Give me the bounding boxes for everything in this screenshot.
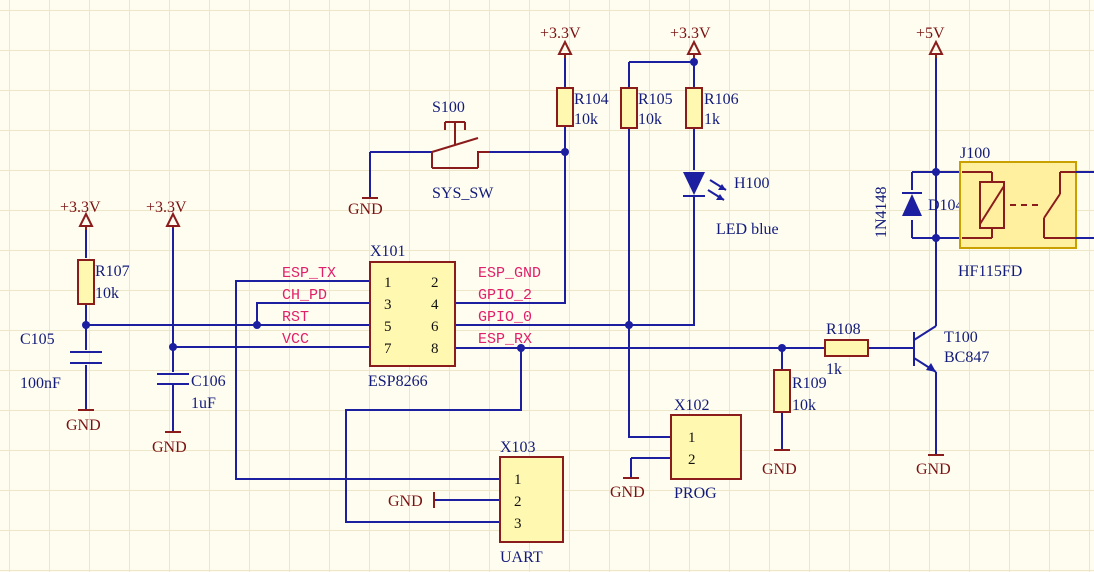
power-label: +3.3V	[670, 25, 711, 42]
power-v33-r107: +3.3V	[60, 199, 101, 230]
capacitor-c105: C105 100nF	[20, 331, 102, 392]
pin-number: 7	[384, 341, 392, 357]
resistor-value: 1k	[704, 111, 720, 128]
diode-ref: D104	[928, 197, 964, 214]
relay-ref: J100	[960, 145, 990, 162]
switch-s100: S100 SYS_SW	[431, 99, 494, 202]
net-label: ESP_RX	[478, 331, 532, 348]
net-label: RST	[282, 309, 309, 326]
switch-value: SYS_SW	[432, 185, 494, 202]
net-label: ESP_TX	[282, 265, 336, 282]
connector-x103: X103 UART 1 2 3	[499, 439, 564, 566]
power-label: +3.3V	[146, 199, 187, 216]
resistor-r108: R108 1k	[824, 321, 869, 378]
capacitor-ref: C105	[20, 331, 55, 348]
uart-value: UART	[500, 549, 543, 566]
power-label: +5V	[916, 25, 945, 42]
diode-value: 1N4148	[873, 186, 890, 238]
esp-value: ESP8266	[368, 373, 428, 390]
net-label: GPIO_0	[478, 309, 532, 326]
resistor-value: 10k	[574, 111, 598, 128]
gnd-label: GND	[152, 439, 187, 456]
net-label: ESP_GND	[478, 265, 541, 282]
gnd-t100: GND	[916, 454, 951, 478]
resistor-ref: R104	[574, 91, 609, 108]
transistor-value: BC847	[944, 349, 989, 366]
pin-number: 5	[384, 319, 392, 335]
resistor-r109: R109 10k	[773, 369, 827, 414]
capacitor-c106: C106 1uF	[157, 373, 226, 412]
power-v33-r104: +3.3V	[540, 25, 581, 58]
relay-value: HF115FD	[958, 263, 1022, 280]
power-label: +3.3V	[540, 25, 581, 42]
gnd-c106: GND	[152, 431, 187, 456]
resistor-r105: R105 10k	[620, 87, 673, 129]
resistor-ref: R108	[826, 321, 861, 338]
pin-number: 1	[384, 275, 392, 291]
pin-number: 2	[431, 275, 439, 291]
wires	[85, 58, 962, 523]
capacitor-ref: C106	[191, 373, 226, 390]
esp8266-x101: X101 ESP8266 1 2 3 4 5 6 7 8 ESP_TX CH_P…	[282, 243, 541, 390]
pin-number: 6	[431, 319, 439, 335]
gnd-label: GND	[348, 201, 383, 218]
relay-j100: J100 HF115FD	[958, 145, 1094, 280]
prog-value: PROG	[674, 485, 717, 502]
prog-ref: X102	[674, 397, 710, 414]
gnd-label: GND	[66, 417, 101, 434]
uart-ref: X103	[500, 439, 536, 456]
resistor-value: 10k	[638, 111, 662, 128]
gnd-label: GND	[916, 461, 951, 478]
net-label: GPIO_2	[478, 287, 532, 304]
resistor-ref: R109	[792, 375, 827, 392]
net-label: CH_PD	[282, 287, 327, 304]
gnd-c105: GND	[66, 409, 101, 434]
gnd-prog: GND	[610, 477, 645, 501]
pin-number: 4	[431, 297, 439, 313]
pin-number: 3	[384, 297, 392, 313]
resistor-r106: R106 1k	[685, 87, 739, 129]
led-value: LED blue	[716, 221, 779, 238]
pin-number: 1	[688, 430, 696, 446]
led-h100: H100 LED blue	[683, 172, 779, 238]
resistor-value: 10k	[792, 397, 816, 414]
gnd-r109: GND	[762, 449, 797, 478]
resistor-ref: R106	[704, 91, 739, 108]
switch-ref: S100	[432, 99, 465, 116]
resistor-value: 10k	[95, 285, 119, 302]
pin-number: 3	[514, 516, 522, 532]
diode-d104: D104 1N4148	[873, 186, 964, 238]
power-label: +3.3V	[60, 199, 101, 216]
capacitor-value: 100nF	[20, 375, 61, 392]
resistor-r107: R107 10k	[77, 259, 130, 305]
pin-number: 1	[514, 472, 522, 488]
gnd-uart: GND	[388, 492, 435, 510]
power-v33-c106: +3.3V	[146, 199, 187, 228]
pin-number: 8	[431, 341, 439, 357]
power-v5: +5V	[916, 25, 945, 58]
gnd-label: GND	[762, 461, 797, 478]
power-v33-r106: +3.3V	[670, 25, 711, 58]
connector-x102: X102 PROG 1 2	[670, 397, 742, 502]
resistor-ref: R107	[95, 263, 130, 280]
transistor-t100: T100 BC847	[913, 325, 989, 373]
gnd-label: GND	[388, 493, 423, 510]
capacitor-value: 1uF	[191, 395, 216, 412]
pin-number: 2	[514, 494, 522, 510]
pin-number: 2	[688, 452, 696, 468]
gnd-label: GND	[610, 484, 645, 501]
net-label: VCC	[282, 331, 309, 348]
junction-dots	[82, 58, 940, 352]
gnd-switch: GND	[348, 197, 383, 218]
resistor-ref: R105	[638, 91, 673, 108]
esp-ref: X101	[370, 243, 406, 260]
resistor-r104: R104 10k	[556, 87, 609, 128]
led-ref: H100	[734, 175, 770, 192]
transistor-ref: T100	[944, 329, 978, 346]
resistor-value: 1k	[826, 361, 842, 378]
